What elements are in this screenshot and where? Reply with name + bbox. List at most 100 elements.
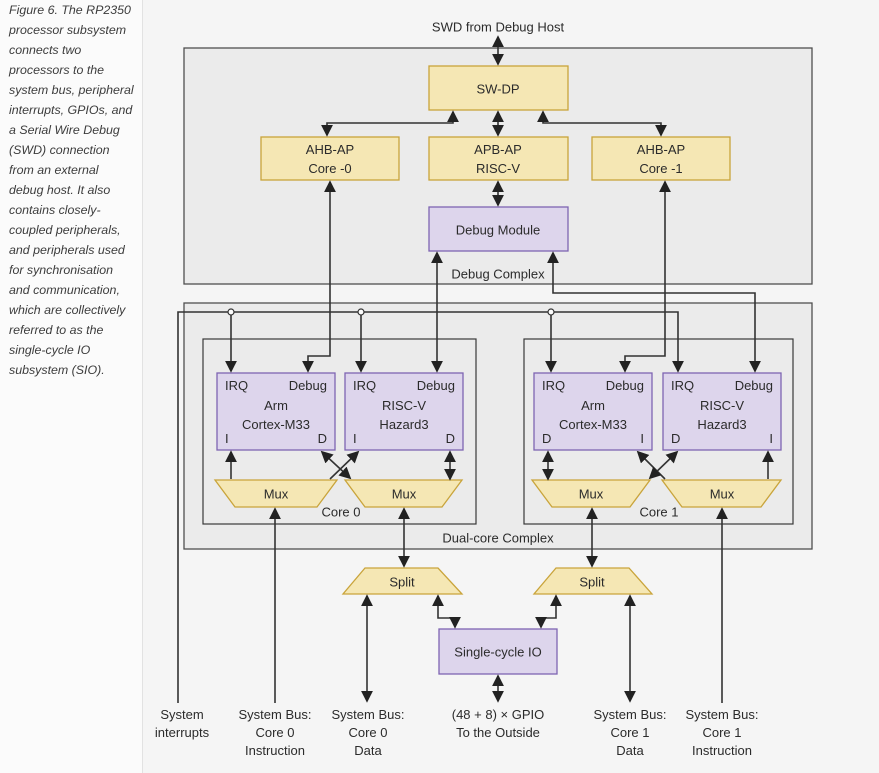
- core1-hazard3-debug-port: Debug: [734, 378, 773, 393]
- core1-m33-irq-port: IRQ: [542, 378, 566, 393]
- bus-core0-instruction-label: System Bus: Core 0 Instruction: [239, 706, 312, 760]
- core0-mux-left-label: Mux: [263, 486, 289, 502]
- bus-core1-data-line3: Data: [616, 743, 644, 758]
- wire-split-left-to-sio: [432, 594, 461, 629]
- core1-hazard3-name-line2: Hazard3: [697, 417, 747, 432]
- core1-m33-name-line2: Cortex-M33: [559, 417, 627, 432]
- core0-hazard3-box: [344, 372, 464, 451]
- core1-hazard3-name: RISC-V Hazard3: [697, 396, 746, 434]
- bus-core1-instruction-line2: Core 1: [702, 725, 742, 740]
- bus-core0-data-line3: Data: [354, 743, 382, 758]
- core0-m33-name-line2: Cortex-M33: [242, 417, 310, 432]
- single-cycle-io-label: Single-cycle IO: [454, 644, 542, 660]
- bus-core0-instruction-line1: System Bus:: [238, 707, 312, 722]
- core0-cortex-m33-box: [216, 372, 336, 451]
- wire-swdp-to-ahb-ap-core1: [537, 110, 667, 137]
- bus-core0-instruction-line3: Instruction: [245, 743, 305, 758]
- ahb-ap-core1-label: AHB-AP Core -1: [637, 140, 685, 178]
- core1-mux-right-label: Mux: [709, 486, 735, 502]
- swd-host-label: SWD from Debug Host: [431, 19, 565, 35]
- core0-m33-name-line1: Arm: [264, 398, 288, 413]
- single-cycle-io-box: [438, 628, 558, 675]
- wire-core0-m33-d-to-muxright: [320, 450, 352, 480]
- split-right-shape: [532, 567, 654, 595]
- wire-system-interrupts-rail: [177, 311, 684, 703]
- ahb-ap-core0-box: [260, 136, 400, 181]
- core0-hazard3-name-line1: RISC-V: [381, 398, 427, 413]
- swdp-box: [428, 65, 569, 111]
- ahb-ap-core0-line1: AHB-AP: [305, 142, 355, 157]
- wire-ahb-ap-core0-to-m33-debug: [302, 180, 336, 373]
- wire-swdp-to-ahb-ap-core0: [321, 110, 459, 137]
- core0-hazard3-debug-port: Debug: [416, 378, 455, 393]
- apb-ap-riscv-label: APB-AP RISC-V: [474, 140, 522, 178]
- core0-hazard3-i-port: I: [353, 431, 357, 446]
- core1-hazard3-i-port: I: [769, 431, 773, 446]
- debug-module-box: [428, 206, 569, 252]
- split-left-label: Split: [389, 574, 415, 590]
- core0-m33-d-port: D: [317, 431, 327, 446]
- apb-ap-riscv-box: [428, 136, 569, 181]
- core1-m33-name-line1: Arm: [581, 398, 605, 413]
- bus-core1-data-line1: System Bus:: [593, 707, 667, 722]
- apb-ap-line1: APB-AP: [474, 142, 522, 157]
- core0-m33-irq-port: IRQ: [225, 378, 249, 393]
- core1-hazard3-name-line1: RISC-V: [699, 398, 745, 413]
- ahb-ap-core0-line2: Core -0: [308, 161, 352, 176]
- core1-hazard3-d-port: D: [671, 431, 681, 446]
- wire-split-right-to-sio: [535, 594, 562, 629]
- junction-dot: [547, 308, 555, 316]
- ahb-ap-core1-line2: Core -1: [639, 161, 683, 176]
- system-interrupts-line2: interrupts: [154, 725, 210, 740]
- bus-core1-data-line2: Core 1: [610, 725, 650, 740]
- core0-hazard3-name-line2: Hazard3: [379, 417, 429, 432]
- bus-core0-data-line2: Core 0: [348, 725, 388, 740]
- wire-debug-module-to-hazard3-core1-debug: [547, 251, 761, 373]
- core0-mux-left-shape: [213, 479, 339, 508]
- core0-hazard3-name: RISC-V Hazard3: [379, 396, 428, 434]
- core0-mux-right-label: Mux: [391, 486, 417, 502]
- system-interrupts-label: System interrupts: [155, 706, 209, 742]
- core0-m33-name: Arm Cortex-M33: [242, 396, 310, 434]
- core0-box: [202, 338, 477, 525]
- bus-core1-instruction-line1: System Bus:: [685, 707, 759, 722]
- bus-core0-data-label: System Bus: Core 0 Data: [332, 706, 405, 760]
- core1-m33-name: Arm Cortex-M33: [559, 396, 627, 434]
- split-right-label: Split: [579, 574, 605, 590]
- gpio-label: (48 + 8) × GPIO To the Outside: [452, 706, 545, 742]
- core0-m33-i-port: I: [225, 431, 229, 446]
- junction-dot: [227, 308, 235, 316]
- core0-m33-debug-port: Debug: [288, 378, 327, 393]
- core1-hazard3-box: [662, 372, 782, 451]
- core0-hazard3-irq-port: IRQ: [353, 378, 377, 393]
- ahb-ap-core1-box: [591, 136, 731, 181]
- core1-m33-debug-port: Debug: [605, 378, 644, 393]
- caption-column: [0, 0, 143, 773]
- core0-hazard3-d-port: D: [445, 431, 455, 446]
- bus-core1-data-label: System Bus: Core 1 Data: [594, 706, 667, 760]
- core0-mux-right-shape: [343, 479, 464, 508]
- ahb-ap-core1-line1: AHB-AP: [636, 142, 686, 157]
- core1-cortex-m33-box: [533, 372, 653, 451]
- junction-dot: [357, 308, 365, 316]
- core0-label: Core 0: [321, 504, 361, 520]
- core1-mux-left-shape: [530, 479, 652, 508]
- gpio-line2: To the Outside: [456, 725, 540, 740]
- core1-mux-left-label: Mux: [578, 486, 604, 502]
- bus-core0-data-line1: System Bus:: [331, 707, 405, 722]
- swdp-label: SW-DP: [476, 81, 520, 97]
- gpio-line1: (48 + 8) × GPIO: [451, 707, 545, 722]
- core1-m33-d-port: D: [542, 431, 552, 446]
- figure-caption: Figure 6. The RP2350 processor subsystem…: [9, 3, 134, 377]
- system-interrupts-line1: System: [160, 707, 204, 722]
- debug-module-label: Debug Module: [455, 222, 541, 238]
- apb-ap-line2: RISC-V: [475, 161, 521, 176]
- wire-core1-hazard3-d-to-muxleft: [648, 450, 679, 480]
- debug-complex-label: Debug Complex: [451, 266, 545, 282]
- core1-mux-right-shape: [660, 479, 783, 508]
- dual-core-complex-label: Dual-core Complex: [442, 530, 554, 546]
- core1-label: Core 1: [639, 504, 679, 520]
- bus-core1-instruction-line3: Instruction: [692, 743, 752, 758]
